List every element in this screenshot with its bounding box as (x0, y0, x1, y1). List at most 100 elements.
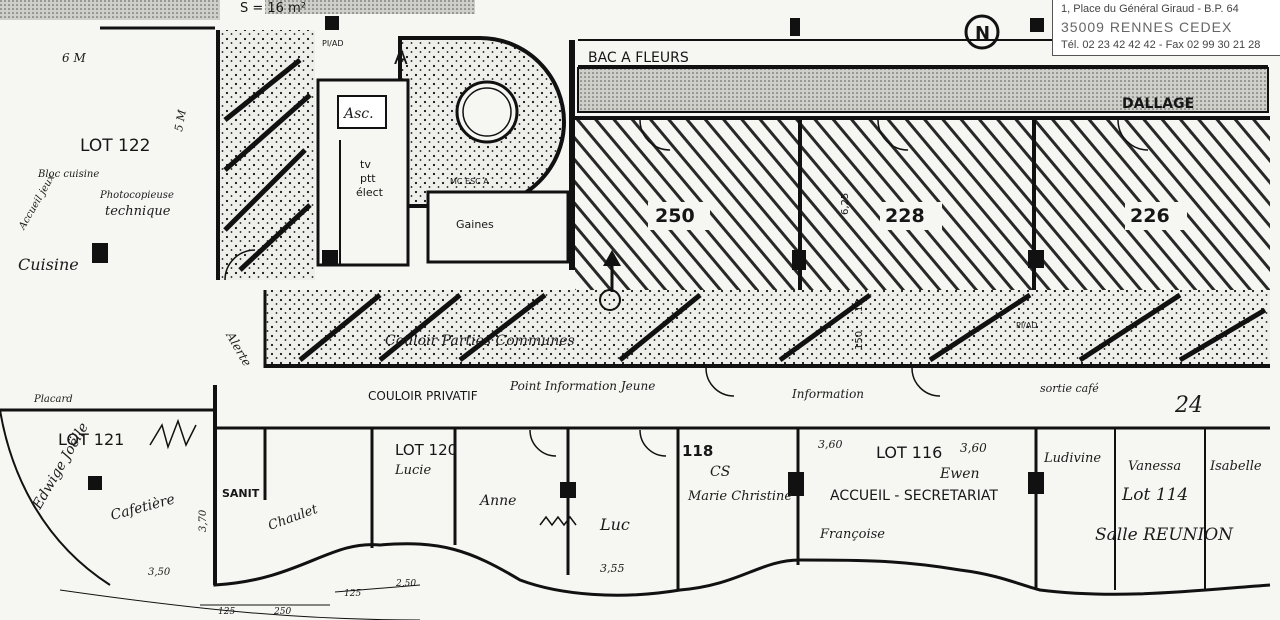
address-stamp: 1, Place du Général Giraud - B.P. 64 350… (1052, 0, 1280, 56)
dim-150: 150 (854, 331, 865, 350)
name-marie: Marie Christine (687, 489, 792, 504)
pillar (790, 18, 800, 36)
dim-10: 10 (854, 299, 865, 312)
stair-core-inner (462, 87, 512, 137)
service-diagonals (223, 58, 312, 272)
dim-625: 6,25 (840, 193, 851, 215)
door-arc (1117, 119, 1149, 151)
door-arc (705, 367, 735, 397)
top-slab (265, 0, 475, 14)
corridor-hatch (298, 292, 1267, 363)
accueil-jeux-label: Accueil jeux (17, 172, 58, 232)
pillar (322, 250, 338, 266)
bottom-edge-arc (59, 589, 421, 620)
lower-lots-outline (0, 408, 1271, 597)
pillar (560, 482, 576, 498)
note-point-info: Point Information Jeune (509, 379, 655, 393)
stair-a-label: A (394, 45, 408, 69)
lot120-label: LOT 120 (395, 441, 457, 459)
dim-125b: 125 (344, 589, 361, 599)
lot118-label: 118 (682, 442, 713, 460)
bac-fleurs-label: BAC A FLEURS (588, 50, 689, 66)
dim-370: 3,70 (198, 509, 209, 532)
label-bg-228 (880, 202, 942, 230)
pillar (1028, 250, 1044, 268)
dim-250b: 2,50 (395, 579, 416, 589)
note-sortie-cafe: sortie café (1040, 382, 1099, 395)
pi-ad-label: PI/AD (322, 39, 344, 48)
dim-360a: 3,60 (818, 438, 843, 451)
pillar (792, 250, 806, 270)
tv-label: tv (360, 158, 371, 171)
door-arc (639, 119, 671, 151)
scribble (149, 418, 197, 450)
name-lucie: Lucie (394, 463, 431, 478)
lot122-label: LOT 122 (80, 136, 150, 156)
bloc-label: Bloc cuisine (37, 169, 99, 180)
technique-label: technique (105, 204, 171, 219)
common-corridor (265, 290, 1270, 365)
alerte-label: Alerte (223, 329, 254, 369)
name-cafetiere: Cafetière (109, 491, 177, 524)
north-label: N (975, 23, 990, 44)
dim-5m: 5 M (172, 108, 189, 132)
couloir-prive-label: COULOIR PRIVATIF (368, 389, 478, 403)
door-arc (529, 429, 557, 457)
north-arrow-head-icon (603, 250, 621, 266)
name-chaulet: Chaulet (266, 502, 320, 534)
stair-core (455, 80, 519, 144)
mc-esc-label: MC ESC A (450, 177, 489, 186)
name-francoise: Françoise (819, 527, 885, 542)
name-ewen: Ewen (939, 466, 980, 482)
ptt-label: ptt (360, 172, 376, 185)
pillar (788, 472, 804, 496)
name-vanessa: Vanessa (1128, 459, 1181, 474)
elect-label: élect (356, 186, 384, 199)
pillar (1028, 472, 1044, 494)
placard-label: Placard (33, 394, 73, 405)
room-226-label: 226 (1130, 205, 1170, 227)
dim-360b: 3,60 (960, 441, 987, 455)
room-250-label: 250 (655, 205, 695, 227)
north-circle-small-icon (599, 289, 621, 311)
scribble (539, 515, 577, 527)
lot114-label: Lot 114 (1121, 485, 1188, 505)
pillar (1030, 18, 1044, 32)
note-information: Information (791, 387, 864, 401)
couloir-communes-label: Couloir Parties Communes (385, 333, 575, 349)
dim-125: 125 (218, 607, 235, 617)
dallage-label: DALLAGE (1122, 96, 1194, 112)
accueil-secretariat-label: ACCUEIL - SECRETARIAT (830, 488, 998, 504)
asc-label: Asc. (342, 106, 374, 122)
surface-label: S = 16 m² (240, 1, 306, 16)
cs-label: CS (710, 464, 730, 480)
dim-350: 3,50 (148, 567, 171, 578)
name-luc: Luc (599, 515, 630, 534)
name-anne: Anne (478, 493, 516, 509)
top-hatched-strip (0, 0, 220, 20)
dimension-line (334, 584, 421, 593)
address-line-1: 1, Place du Général Giraud - B.P. 64 (1061, 3, 1239, 15)
gaines-box (426, 190, 570, 264)
door-arc (639, 429, 667, 457)
gaines-label: Gaines (456, 218, 494, 231)
north-circle-icon (964, 14, 1000, 50)
pillar (88, 476, 102, 490)
door-arc (877, 119, 909, 151)
pillar (325, 16, 339, 30)
room-228-label: 228 (885, 205, 925, 227)
label-bg-250 (648, 202, 710, 230)
door-arc (911, 367, 941, 397)
pillar (92, 243, 108, 263)
cuisine-label: Cuisine (18, 255, 79, 274)
address-line-2: 35009 RENNES CEDEX (1061, 19, 1233, 35)
dim-250: 250 (273, 607, 291, 617)
dim-6m: 6 M (62, 51, 86, 65)
asc-box (337, 95, 387, 129)
photocop-label: Photocopieuse (99, 190, 174, 201)
address-line-3: Tél. 02 23 42 42 42 - Fax 02 99 30 21 28 (1061, 39, 1261, 51)
bac-fleurs-strip (577, 67, 1269, 113)
pi-ad-label: PI/AD (1016, 321, 1038, 330)
left-curve (0, 409, 111, 586)
salle-reunion-label: Salle REUNION (1095, 525, 1234, 545)
